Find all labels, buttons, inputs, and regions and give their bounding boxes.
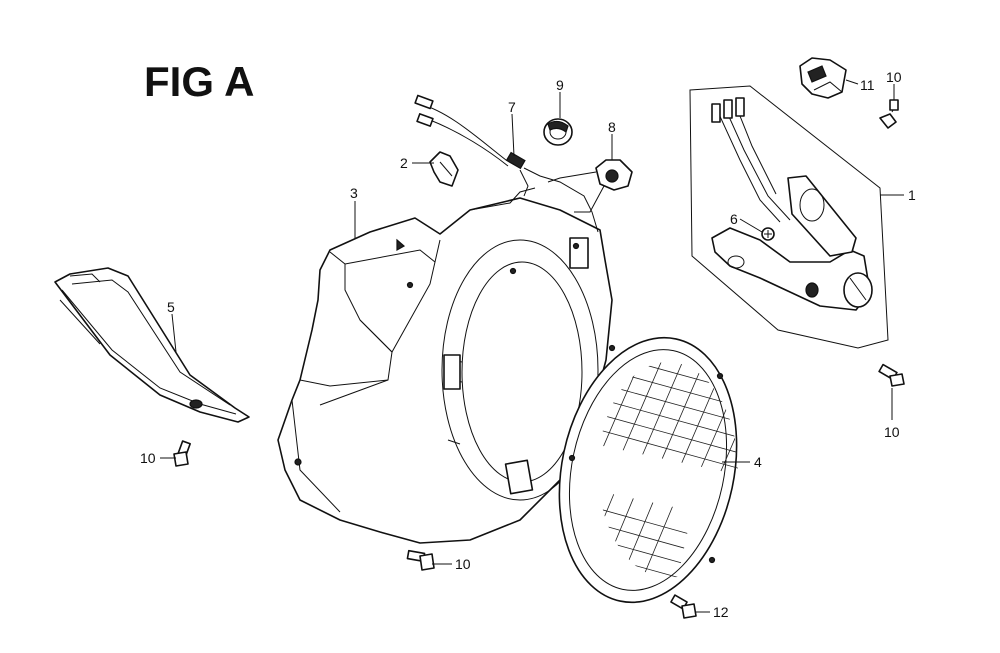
- part-4-screen-grid: [558, 336, 738, 604]
- callout-1: 1: [908, 187, 916, 203]
- part-8-sensor: [547, 159, 633, 213]
- callout-7: 7: [508, 99, 516, 115]
- callout-9: 9: [556, 77, 564, 93]
- part-5-side-cover: [54, 267, 250, 423]
- callout-3: 3: [350, 185, 358, 201]
- figure-title: FIG A: [144, 58, 254, 105]
- callout-5: 5: [167, 299, 175, 315]
- bolt-10-upper-right: [879, 99, 899, 129]
- part-6-screw: [761, 227, 775, 241]
- callout-10-bottom: 10: [455, 556, 471, 572]
- bolt-12: [670, 594, 697, 619]
- callout-8: 8: [608, 119, 616, 135]
- callout-10-upper-right: 10: [886, 69, 902, 85]
- callout-10-right: 10: [884, 424, 900, 440]
- leader-lines: [160, 79, 904, 613]
- callout-4: 4: [754, 454, 762, 470]
- part-3-fan-shroud: [277, 187, 613, 544]
- bolt-10-right: [878, 363, 905, 387]
- bolt-10-left: [173, 440, 191, 467]
- part-9-grommet: [543, 118, 573, 146]
- bolt-10-bottom: [406, 549, 435, 571]
- callout-11: 11: [860, 77, 875, 93]
- callout-6: 6: [730, 211, 738, 227]
- part-11-bracket: [799, 57, 847, 99]
- part-2-clip: [429, 151, 459, 187]
- part-7-wire-harness: [414, 94, 599, 233]
- part-1-switch-assembly: [689, 85, 889, 349]
- callout-10-left: 10: [140, 450, 156, 466]
- callout-12: 12: [713, 604, 729, 620]
- callout-2: 2: [400, 155, 408, 171]
